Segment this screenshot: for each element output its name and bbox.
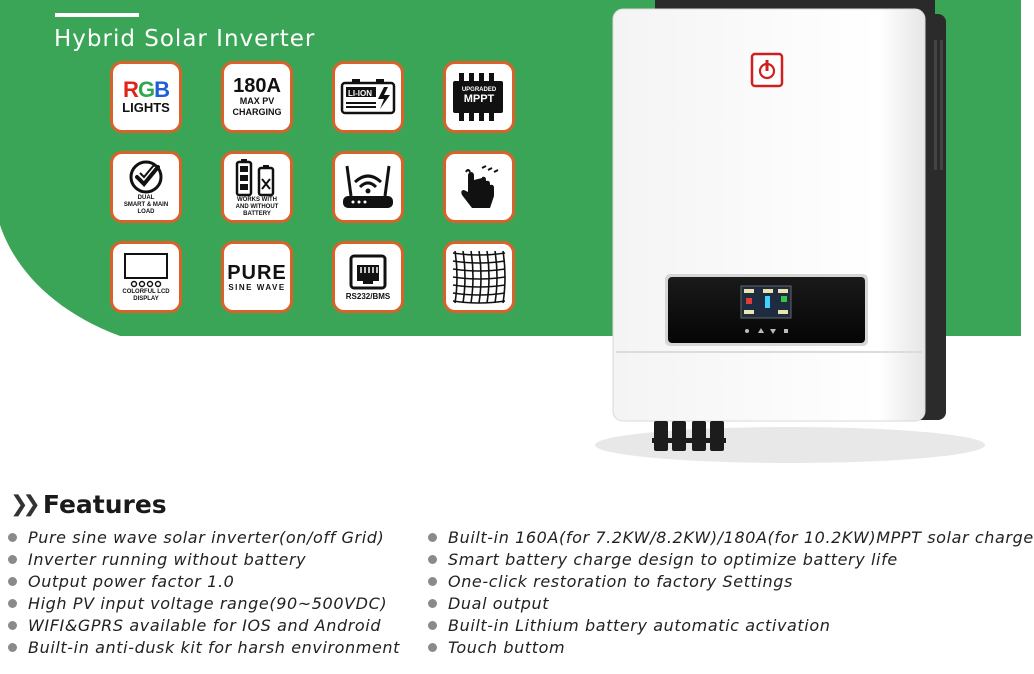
badge-battery-optional: WORKS WITH AND WITHOUT BATTERY <box>221 151 293 223</box>
battery-pair-graphic <box>235 158 275 196</box>
feature-text: Touch buttom <box>448 637 566 657</box>
features-list-right: Built-in 160A(for 7.2KW/8.2KW)/180A(for … <box>428 526 1034 658</box>
rj45-port-icon: RS232/BMS <box>338 247 398 307</box>
badge-label: WORKS WITH <box>237 196 277 203</box>
badge-label: PURE <box>227 261 287 284</box>
badge-label: CHARGING <box>232 107 282 117</box>
badge-label: SINE WAVE <box>228 282 286 292</box>
feature-text: Built-in anti-dusk kit for harsh environ… <box>28 637 401 657</box>
battery-graphic <box>340 79 396 115</box>
feature-item: Built-in 160A(for 7.2KW/8.2KW)/180A(for … <box>428 526 1034 548</box>
feature-item: High PV input voltage range(90~500VDC) <box>8 592 400 614</box>
features-heading: ❯❯ Features <box>10 490 167 519</box>
feature-item: Built-in Lithium battery automatic activ… <box>428 614 1034 636</box>
badge-label: MPPT <box>463 93 495 105</box>
feature-text: WIFI&GPRS available for IOS and Android <box>28 615 382 635</box>
feature-item: Smart battery charge design to optimize … <box>428 548 1034 570</box>
hand-graphic <box>461 165 499 208</box>
feature-text: Built-in 160A(for 7.2KW/8.2KW)/180A(for … <box>448 527 1034 547</box>
badge-anti-dusk <box>443 241 515 313</box>
badge-label: BATTERY <box>243 210 271 217</box>
bullet-icon <box>8 554 17 564</box>
badge-label: DUAL <box>137 194 155 201</box>
badge-pv-charging: 180A MAX PV CHARGING <box>221 61 293 133</box>
feature-text: Smart battery charge design to optimize … <box>448 549 898 569</box>
bullet-icon <box>428 554 437 564</box>
badge-label: UPGRADED <box>461 87 497 93</box>
badge-touch <box>443 151 515 223</box>
features-title: Features <box>42 490 167 519</box>
feature-item: Inverter running without battery <box>8 548 400 570</box>
feature-text: Pure sine wave solar inverter(on/off Gri… <box>28 527 385 547</box>
bullet-icon <box>8 598 17 608</box>
wifi-router-icon <box>338 157 398 217</box>
badge-rs232: RS232/BMS <box>332 241 404 313</box>
battery-optional-icon: WORKS WITH AND WITHOUT BATTERY <box>227 157 287 217</box>
lcd-display-icon: COLORFUL LCD DISPLAY <box>116 247 176 307</box>
bullet-icon <box>428 576 437 586</box>
bullet-icon <box>428 642 437 652</box>
badge-pure-sine: PURE SINE WAVE <box>221 241 293 313</box>
feature-item: WIFI&GPRS available for IOS and Android <box>8 614 400 636</box>
bullet-icon <box>8 532 17 542</box>
badge-mppt: UPGRADED MPPT <box>443 61 515 133</box>
port-graphic <box>349 254 387 289</box>
banner-title: Hybrid Solar Inverter <box>54 26 316 52</box>
badge-rgb-text: RGB <box>123 77 170 102</box>
feature-item: Built-in anti-dusk kit for harsh environ… <box>8 636 400 658</box>
badge-label: 180A <box>233 75 281 97</box>
pv-charging-icon: 180A MAX PV CHARGING <box>227 67 287 127</box>
feature-item: Pure sine wave solar inverter(on/off Gri… <box>8 526 400 548</box>
bullet-icon <box>428 620 437 630</box>
feature-text: High PV input voltage range(90~500VDC) <box>28 593 388 613</box>
banner-rule <box>55 13 139 17</box>
badge-label: LIGHTS <box>122 100 170 115</box>
mesh-graphic <box>452 250 506 304</box>
mppt-chip-icon: UPGRADED MPPT <box>449 67 509 127</box>
badge-lcd: COLORFUL LCD DISPLAY <box>110 241 182 313</box>
anti-dusk-mesh-icon <box>449 247 509 307</box>
bullet-icon <box>8 620 17 630</box>
lcd-graphic <box>124 253 168 288</box>
touch-hand-icon <box>449 157 509 217</box>
badge-wifi <box>332 151 404 223</box>
badge-label: LI-ION <box>348 89 372 98</box>
badge-label: DISPLAY <box>133 296 159 302</box>
feature-text: Inverter running without battery <box>28 549 307 569</box>
badge-rgb-lights: RGB LIGHTS <box>110 61 182 133</box>
feature-text: Dual output <box>448 593 550 613</box>
bullet-icon <box>8 642 17 652</box>
badge-dual-output: DUAL SMART & MAIN LOAD <box>110 151 182 223</box>
li-ion-battery-icon: LI-ION <box>338 67 398 127</box>
check-graphic <box>129 160 163 193</box>
bullet-icon <box>428 598 437 608</box>
feature-text: One-click restoration to factory Setting… <box>448 571 793 591</box>
sine-wave-icon: PURE SINE WAVE <box>227 247 287 307</box>
feature-item: One-click restoration to factory Setting… <box>428 570 1034 592</box>
features-list-left: Pure sine wave solar inverter(on/off Gri… <box>8 526 400 658</box>
router-graphic <box>343 165 393 208</box>
badge-label: SMART & MAIN LOAD <box>123 201 169 215</box>
double-chevron-icon: ❯❯ <box>10 492 41 517</box>
bullet-icon <box>8 576 17 586</box>
chip-graphic <box>453 73 503 121</box>
bullet-icon <box>428 532 437 542</box>
badge-label: RS232/BMS <box>345 291 391 301</box>
rgb-lights-icon: RGB LIGHTS <box>116 67 176 127</box>
inverter-product-image <box>595 0 985 463</box>
badge-label: COLORFUL LCD <box>122 289 170 295</box>
feature-item: Output power factor 1.0 <box>8 570 400 592</box>
badge-label: AND WITHOUT <box>235 203 279 210</box>
feature-text: Output power factor 1.0 <box>28 571 235 591</box>
badge-label: MAX PV <box>239 96 275 106</box>
badge-li-ion: LI-ION <box>332 61 404 133</box>
dual-output-check-icon: DUAL SMART & MAIN LOAD <box>116 157 176 217</box>
feature-text: Built-in Lithium battery automatic activ… <box>448 615 831 635</box>
feature-item: Touch buttom <box>428 636 1034 658</box>
feature-item: Dual output <box>428 592 1034 614</box>
